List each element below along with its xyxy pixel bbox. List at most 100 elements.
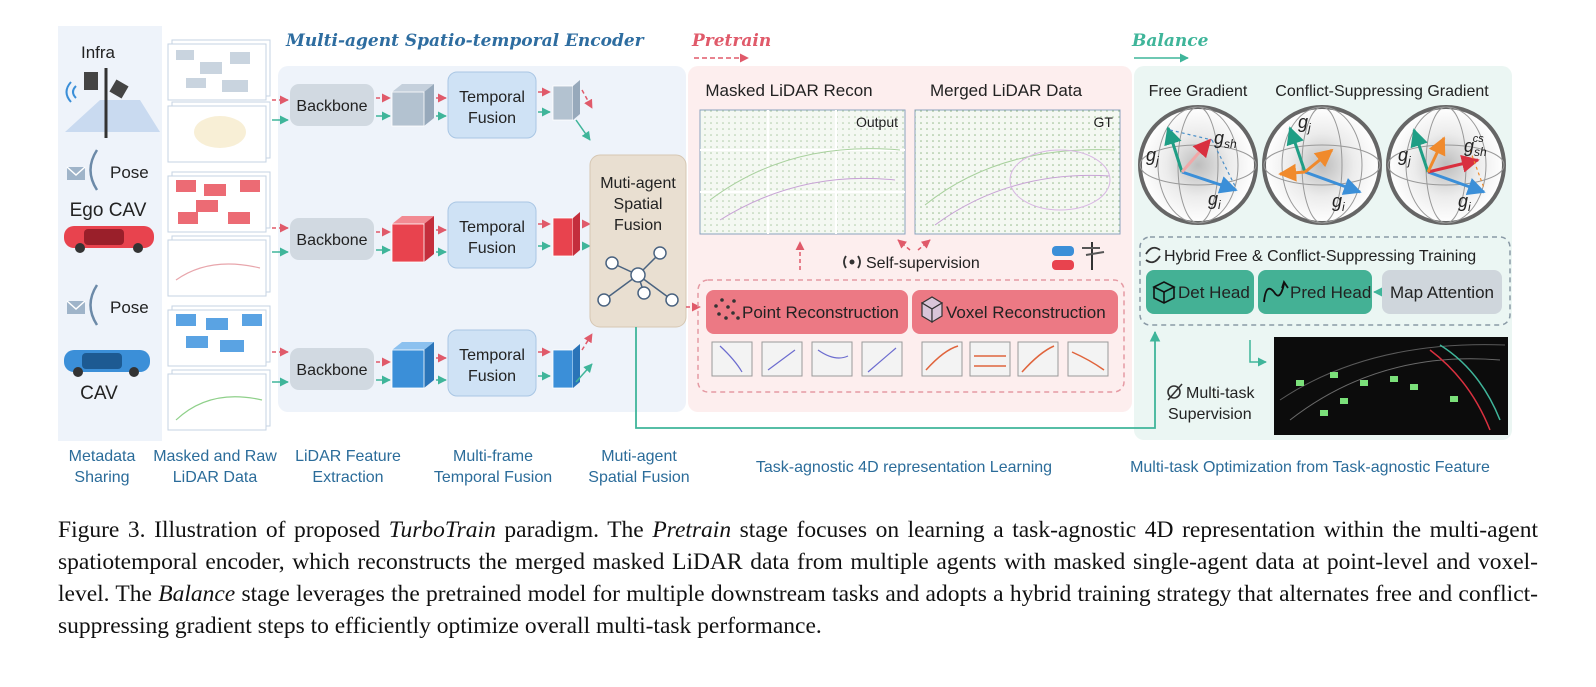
cs-gradient-title: Conflict-Suppressing Gradient bbox=[1275, 83, 1489, 100]
output-label: Output bbox=[856, 114, 898, 130]
det-head-label: Det Head bbox=[1178, 283, 1250, 302]
temporal-fusion-box-2 bbox=[447, 201, 537, 269]
free-gradient-title: Free Gradient bbox=[1149, 83, 1248, 100]
pose-arrows-icon bbox=[89, 149, 99, 191]
infra-lidar-stack bbox=[167, 39, 271, 163]
feature-cube-1 bbox=[391, 84, 434, 127]
g-sh-label-1: gsh bbox=[1214, 128, 1237, 151]
stage-metadata-1: Metadata bbox=[69, 448, 136, 465]
hybrid-training-label: Hybrid Free & Conflict-Suppressing Train… bbox=[1164, 248, 1476, 265]
infra-label: Infra bbox=[81, 43, 116, 62]
temporal-label-2a: Temporal bbox=[459, 219, 525, 236]
output-lidar-image bbox=[699, 109, 906, 235]
pose-arrows-icon bbox=[89, 284, 99, 326]
multitask-label-2: Supervision bbox=[1168, 406, 1252, 423]
stage-spatial-2: Spatial Fusion bbox=[588, 469, 689, 486]
point-samples bbox=[711, 341, 903, 377]
bev-result-image bbox=[1274, 337, 1508, 435]
gt-lidar-image bbox=[914, 109, 1121, 235]
spatial-label-3: Fusion bbox=[614, 217, 662, 234]
stage-masked-2: LiDAR Data bbox=[173, 469, 258, 486]
gt-label: GT bbox=[1094, 114, 1114, 130]
cs-gradient-sphere-1 bbox=[1262, 105, 1382, 225]
ego-lidar-stack bbox=[167, 171, 271, 297]
feature-cube-2 bbox=[391, 216, 434, 263]
cav-car-icon bbox=[64, 350, 150, 377]
temporal-label-3b: Fusion bbox=[468, 368, 516, 385]
backbone-label-3: Backbone bbox=[296, 362, 367, 379]
feature-cube-3 bbox=[391, 342, 434, 389]
backbone-label-1: Backbone bbox=[296, 98, 367, 115]
cav-label: CAV bbox=[80, 383, 118, 404]
fused-feature-2 bbox=[552, 212, 580, 257]
ego-cav-label: Ego CAV bbox=[70, 200, 147, 221]
backbone-label-2: Backbone bbox=[296, 232, 367, 249]
stage-metadata-2: Sharing bbox=[74, 469, 129, 486]
stage-masked-1: Masked and Raw bbox=[153, 448, 277, 465]
backbone-box-3 bbox=[290, 348, 374, 390]
temporal-label-2b: Fusion bbox=[468, 240, 516, 257]
temporal-label-1b: Fusion bbox=[468, 110, 516, 127]
turbotrain-diagram: Infra Pose Ego CAV Pose CAV bbox=[58, 26, 1512, 486]
recon-dashed-box bbox=[697, 279, 1125, 393]
trajectory-icon bbox=[1263, 279, 1289, 303]
temporal-label-3a: Temporal bbox=[459, 347, 525, 364]
spatial-label-2: Spatial bbox=[614, 196, 663, 213]
envelope-icon bbox=[66, 300, 86, 314]
spatial-label-1: Muti-agent bbox=[600, 175, 676, 192]
voxel-cube-icon bbox=[920, 296, 944, 324]
stage-multiframe-2: Temporal Fusion bbox=[434, 469, 552, 486]
pretrain-title: Pretrain bbox=[691, 31, 771, 51]
fused-feature-3 bbox=[552, 344, 580, 389]
ego-car-icon bbox=[64, 226, 154, 253]
fused-feature-1 bbox=[552, 80, 580, 121]
stage-multiframe-1: Multi-frame bbox=[453, 448, 533, 465]
figure-caption: Figure 3. Illustration of proposed Turbo… bbox=[58, 517, 1539, 639]
pred-head-box bbox=[1258, 270, 1372, 314]
self-supervision-icon bbox=[843, 255, 861, 269]
map-attention-label: Map Attention bbox=[1390, 283, 1494, 302]
pose-label-2: Pose bbox=[110, 298, 149, 317]
g-i-label-2: gi bbox=[1332, 191, 1345, 214]
voxel-samples bbox=[921, 341, 1109, 377]
cube-icon bbox=[1152, 281, 1176, 304]
g-sh-cs-label: gshcs bbox=[1464, 133, 1487, 159]
voxel-recon-box bbox=[912, 290, 1118, 334]
pred-head-label: Pred Head bbox=[1290, 283, 1371, 302]
hybrid-training-box bbox=[1139, 236, 1511, 326]
spatial-fusion-box bbox=[589, 154, 687, 328]
pose-label-1: Pose bbox=[110, 163, 149, 182]
stage-feature-2: Extraction bbox=[312, 469, 383, 486]
g-j-label-3: gj bbox=[1398, 145, 1411, 168]
voxel-recon-label: Voxel Reconstruction bbox=[946, 303, 1106, 322]
stage-feature-1: LiDAR Feature bbox=[295, 448, 401, 465]
self-supervision-label: Self-supervision bbox=[866, 255, 980, 272]
envelope-icon bbox=[66, 166, 86, 180]
g-j-label-1: gj bbox=[1146, 145, 1159, 168]
agents-mini-icon bbox=[1052, 242, 1105, 270]
cav-lidar-stack bbox=[167, 305, 271, 431]
temporal-fusion-box-3 bbox=[447, 329, 537, 397]
point-recon-label: Point Reconstruction bbox=[742, 303, 899, 322]
balance-title: Balance bbox=[1131, 31, 1209, 51]
stage-multitask-opt: Multi-task Optimization from Task-agnost… bbox=[1130, 459, 1490, 476]
point-recon-box bbox=[706, 290, 908, 334]
multitask-icon bbox=[1167, 383, 1183, 401]
temporal-label-1a: Temporal bbox=[459, 89, 525, 106]
merged-data-title: Merged LiDAR Data bbox=[930, 81, 1083, 100]
multitask-path bbox=[635, 327, 1161, 429]
temporal-fusion-box-1 bbox=[447, 71, 537, 139]
backbone-box-2 bbox=[290, 218, 374, 260]
det-head-box bbox=[1146, 270, 1254, 314]
stage-task-agnostic: Task-agnostic 4D representation Learning bbox=[756, 459, 1052, 476]
stage-spatial-1: Muti-agent bbox=[601, 448, 677, 465]
masked-recon-title: Masked LiDAR Recon bbox=[705, 81, 872, 100]
g-i-label-1: gi bbox=[1208, 189, 1221, 212]
graph-network-icon bbox=[597, 246, 679, 307]
g-j-label-2: gj bbox=[1298, 112, 1311, 135]
infra-camera-icon bbox=[65, 68, 160, 138]
map-attention-box bbox=[1382, 270, 1502, 314]
point-cloud-icon bbox=[714, 298, 740, 320]
free-gradient-sphere bbox=[1138, 105, 1258, 225]
cs-gradient-sphere-2 bbox=[1386, 105, 1506, 225]
